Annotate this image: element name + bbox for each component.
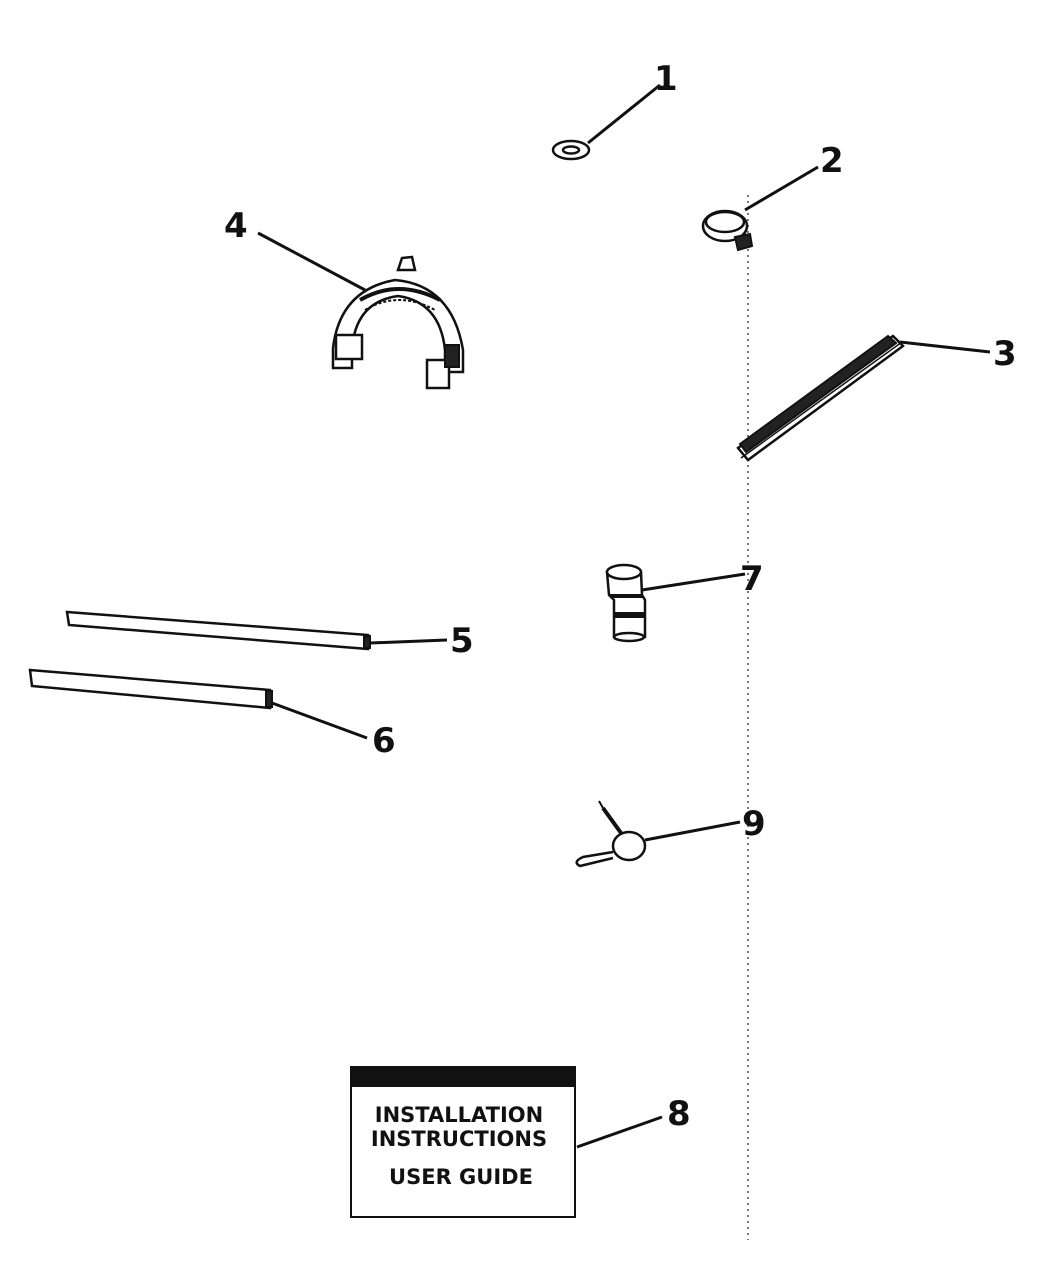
callout-1: 1 [654,59,678,99]
manual-line-2: INSTRUCTIONS [371,1127,547,1151]
callout-3: 3 [993,334,1017,374]
part-5-rod[interactable] [65,610,371,651]
callout-7: 7 [740,559,764,599]
manual-top-band [351,1067,575,1087]
part-9-retaining-ring[interactable] [575,800,647,868]
part-6-rod[interactable] [28,668,273,710]
leader-line-9 [644,820,741,842]
callout-4: 4 [224,206,248,246]
part-8-manual[interactable]: INSTALLATION INSTRUCTIONS USER GUIDE [350,1066,576,1218]
leader-line-5 [369,638,448,645]
manual-line-3: USER GUIDE [389,1165,533,1189]
callout-8: 8 [667,1094,691,1134]
part-7-hose-adapter[interactable] [605,563,647,643]
leader-line-8 [576,1115,663,1149]
callout-9: 9 [742,804,766,844]
part-2-hose-clamp[interactable] [701,209,754,252]
callout-6: 6 [372,721,396,761]
leader-line-6 [271,701,368,740]
callout-2: 2 [820,141,844,181]
leader-line-4 [257,231,366,292]
leader-line-2 [744,165,819,212]
part-4-hose-guide[interactable] [331,255,465,390]
manual-line-1: INSTALLATION [375,1103,543,1127]
leader-line-3 [899,340,991,354]
callout-5: 5 [450,621,474,661]
part-3-brush-strip[interactable] [736,334,905,462]
part-1-washer[interactable] [551,139,591,161]
leader-line-1 [587,83,661,145]
leader-line-7 [641,572,746,592]
